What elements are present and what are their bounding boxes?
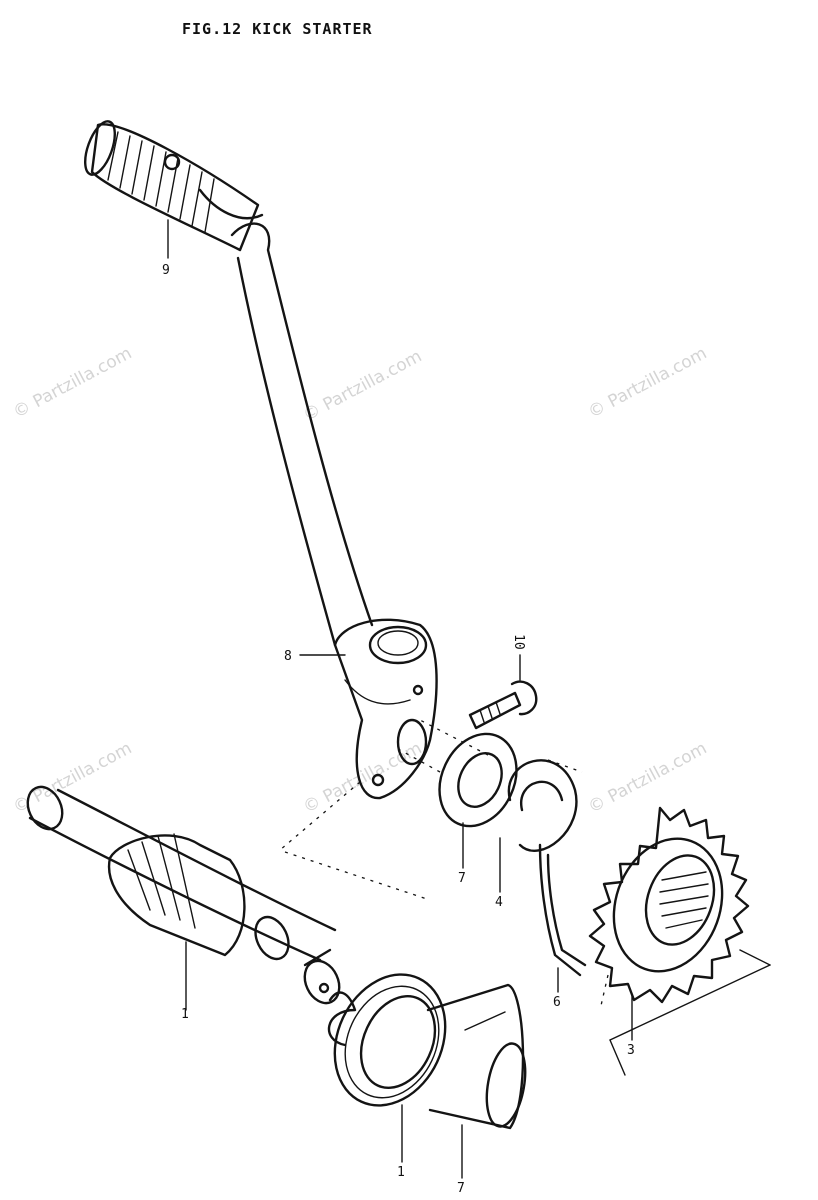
- callout-8: 8: [284, 649, 292, 664]
- callout-7-bottom: 7: [457, 1181, 465, 1196]
- callout-3: 3: [627, 1043, 635, 1058]
- figure-title: FIG.12 KICK STARTER: [182, 20, 373, 38]
- callout-10: 10: [511, 634, 526, 650]
- callout-6: 6: [553, 995, 561, 1010]
- leader-lines: [167, 219, 771, 1179]
- return-spring: [507, 759, 587, 977]
- kick-gear: [588, 806, 750, 1004]
- callout-7-washer: 7: [458, 871, 466, 886]
- kick-shaft: [26, 785, 341, 1005]
- kick-lever-arm: [230, 222, 438, 800]
- washer-seal: [438, 732, 518, 828]
- lever-bolt: [468, 680, 538, 730]
- callout-1-spring: 1: [397, 1165, 405, 1180]
- drum-spring: [327, 973, 527, 1130]
- callout-1-shaft: 1: [181, 1007, 189, 1022]
- callout-4: 4: [495, 895, 503, 910]
- kick-grip: [84, 120, 264, 252]
- callout-9: 9: [162, 263, 170, 278]
